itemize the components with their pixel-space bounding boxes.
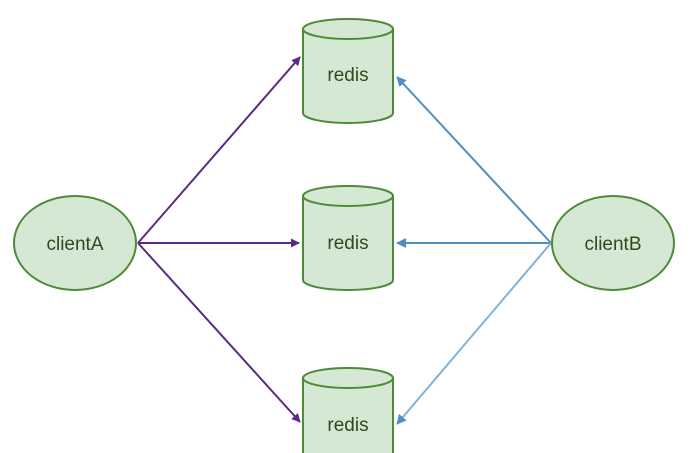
node-redis-top-label: redis — [327, 65, 368, 86]
edge-clientA-redis-top — [137, 56, 301, 244]
node-redis-middle: redis — [302, 185, 394, 291]
edge-clientB-redis-top — [396, 76, 552, 244]
node-clientA-label: clientA — [46, 234, 103, 255]
node-redis-top: redis — [302, 18, 394, 124]
node-clientA: clientA — [13, 195, 137, 291]
edge-clientA-redis-bottom — [137, 242, 301, 423]
node-redis-middle-label: redis — [327, 233, 368, 254]
node-clientB-label: clientB — [584, 234, 641, 255]
node-redis-bottom: redis — [302, 367, 394, 453]
node-redis-bottom-label: redis — [327, 415, 368, 436]
edge-clientB-redis-bottom — [396, 242, 552, 425]
node-clientB: clientB — [551, 195, 675, 291]
